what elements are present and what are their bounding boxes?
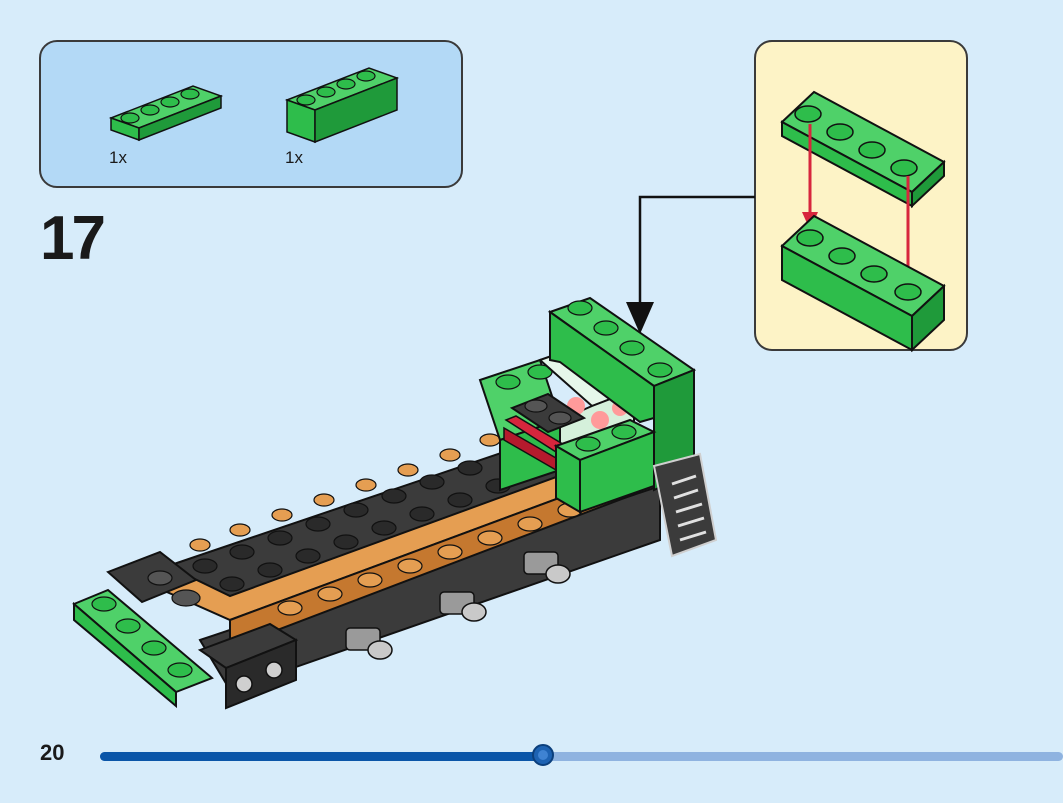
callout-plate-1x4 xyxy=(780,90,946,209)
page-number: 20 xyxy=(40,740,65,765)
progress-track xyxy=(100,752,1063,761)
brick-1x4-part-image xyxy=(284,67,400,144)
brick-quantity: 1x xyxy=(285,148,303,167)
grille xyxy=(652,452,718,558)
tan-studs xyxy=(189,433,583,616)
axle-pins xyxy=(345,551,571,660)
parts-list-panel: 1x 1x xyxy=(39,40,463,188)
progress-fill xyxy=(100,752,543,761)
deck-studs xyxy=(192,460,511,592)
plate-quantity: 1x xyxy=(109,148,127,167)
step-number: 17 xyxy=(40,204,106,273)
progress-knob xyxy=(531,744,554,766)
callout-brick-1x4 xyxy=(780,214,946,353)
plate-1x4-part-image xyxy=(108,85,224,142)
callout-assembly-illustration xyxy=(780,90,946,353)
sub-assembly-callout xyxy=(754,40,968,353)
